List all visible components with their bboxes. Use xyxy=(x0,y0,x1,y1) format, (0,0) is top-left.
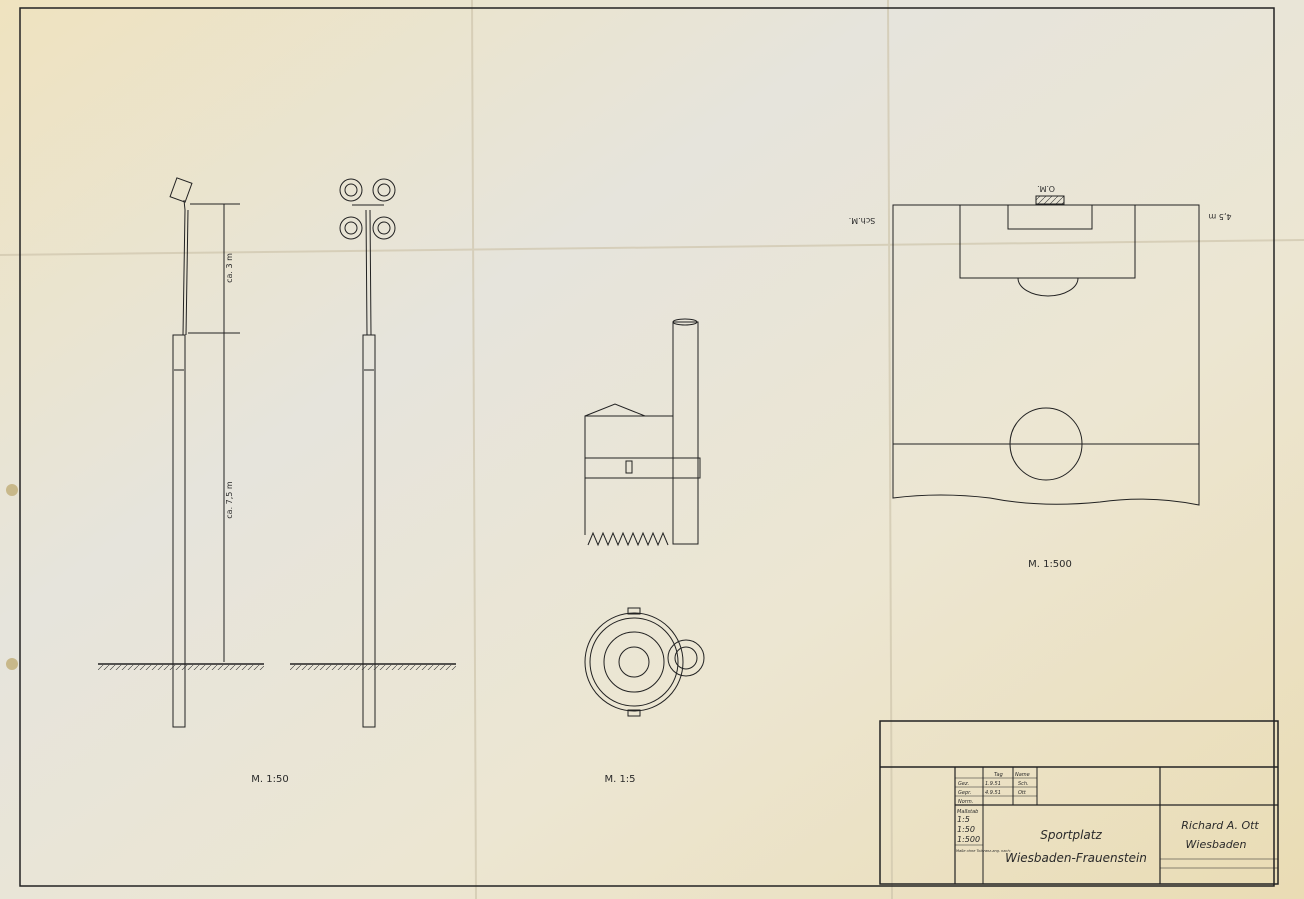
scale-label-pole: M. 1:50 xyxy=(251,774,288,785)
scale-1: 1:5 xyxy=(957,815,970,824)
project-title-2: Wiesbaden-Frauenstein xyxy=(1005,851,1147,865)
tolerance-note: Maße ohne Toleranz-ang. nach: xyxy=(956,849,1011,853)
scale-2: 1:50 xyxy=(957,825,975,834)
drawn-date: 1.9.51 xyxy=(985,781,1001,787)
row-checked: Gepr. xyxy=(958,790,971,796)
row-norm: Norm. xyxy=(958,799,973,805)
field-label-top: O.M. xyxy=(1037,184,1055,193)
field-label-left: Sch.M. xyxy=(849,216,876,225)
checked-date: 4.9.51 xyxy=(985,790,1001,796)
scale-label-detail: M. 1:5 xyxy=(604,774,635,785)
header-day: Tag xyxy=(994,772,1003,778)
checked-name: Ott xyxy=(1018,790,1027,796)
drawing-border xyxy=(19,7,1275,887)
header-name: Name xyxy=(1015,772,1030,778)
pole-front-view xyxy=(290,178,456,728)
author-name: Richard A. Ott xyxy=(1181,819,1259,832)
punch-hole xyxy=(6,484,18,496)
scale-3: 1:500 xyxy=(957,835,980,844)
title-block-text: Tag Name Gez. Gepr. Norm. 1.9.51 Sch. 4.… xyxy=(956,772,1259,865)
mount-detail-view xyxy=(584,318,705,717)
drawn-name: Sch. xyxy=(1018,781,1029,787)
author-city: Wiesbaden xyxy=(1186,838,1247,851)
project-title-1: Sportplatz xyxy=(1040,828,1102,842)
field-label-right: 4,5 m xyxy=(1208,212,1231,221)
dimension-lower: ca. 7,5 m xyxy=(225,481,234,519)
row-drawn: Gez. xyxy=(958,781,969,787)
title-block xyxy=(879,720,1279,885)
pole-side-view xyxy=(98,177,264,728)
punch-hole xyxy=(6,658,18,670)
field-plan xyxy=(892,195,1200,506)
dimension-upper: ca. 3 m xyxy=(225,253,234,283)
scale-label-field: M. 1:500 xyxy=(1028,559,1072,570)
scale-heading: Maßstab xyxy=(957,809,978,815)
